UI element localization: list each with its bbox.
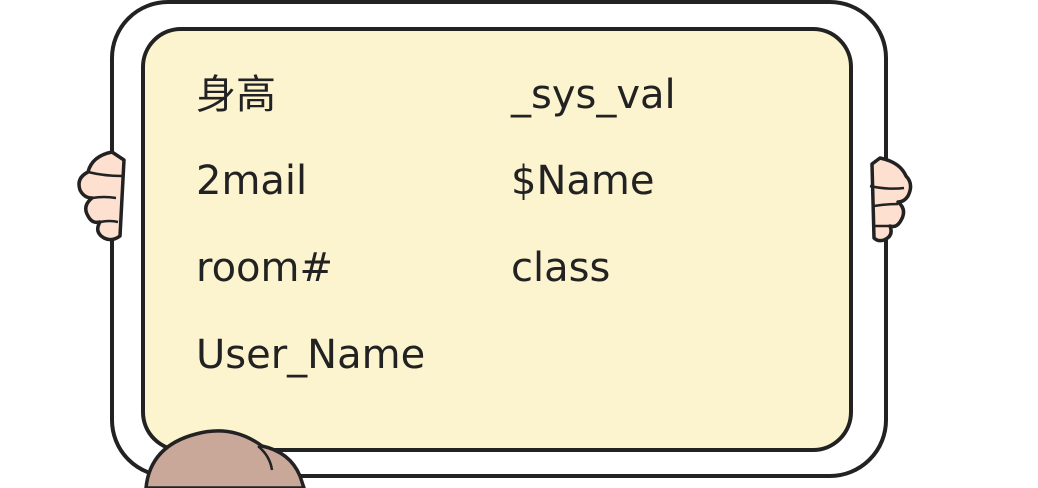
sign-board	[141, 27, 853, 452]
sign-word-class: class	[511, 245, 611, 291]
sign-word-dollar-name: $Name	[511, 158, 655, 204]
sign-word-room: room#	[196, 245, 333, 291]
sign-word-user-name: User_Name	[196, 332, 426, 378]
sign-word-sys-val: _sys_val	[511, 72, 676, 118]
sign-word-height: 身高	[196, 72, 276, 118]
sign-word-2mail: 2mail	[196, 158, 308, 204]
